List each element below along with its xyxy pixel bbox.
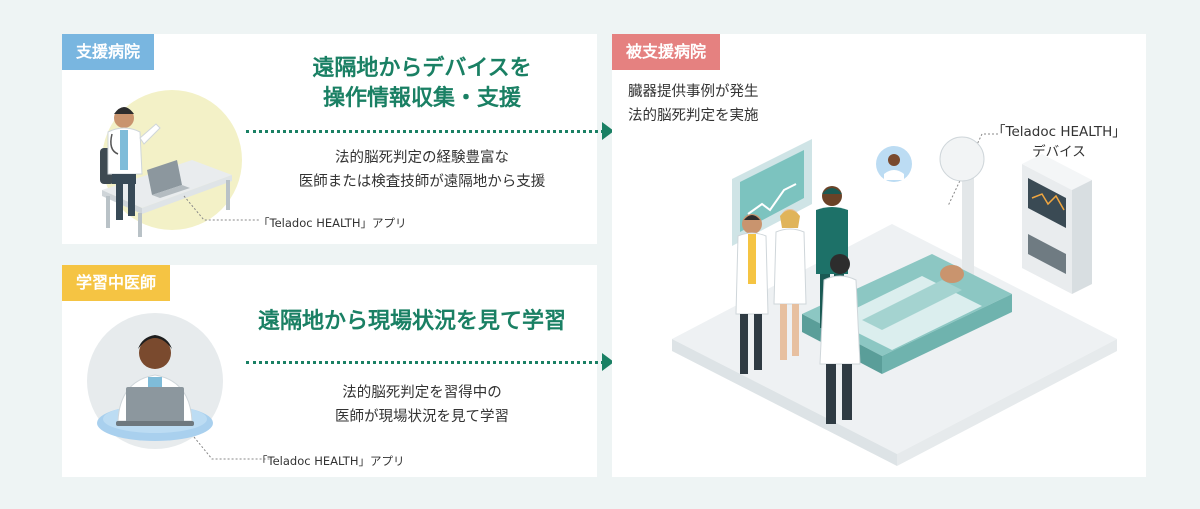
supported-body-line1: 臓器提供事例が発生: [628, 84, 759, 100]
support-headline: 遠隔地からデバイスを 操作情報収集・支援: [252, 54, 592, 114]
doctor-at-desk-illustration: [100, 90, 242, 237]
support-body-line1: 法的脳死判定の経験豊富な: [335, 150, 509, 166]
support-arrow-head: [602, 122, 614, 140]
trainee-body-line2: 医師が現場状況を見て学習: [335, 409, 509, 425]
trainee-arrow-head: [602, 353, 614, 371]
trainee-caption-leader: [193, 436, 270, 460]
support-headline-line1: 遠隔地からデバイスを: [312, 56, 532, 81]
device-caption-line1: 「Teladoc HEALTH」: [992, 124, 1126, 140]
device-caption-leader: [947, 133, 998, 207]
support-hospital-panel: 支援病院 「Teladoc HEALTH」アプリ 遠隔地からデバイスを 操作情報…: [62, 34, 597, 244]
trainee-headline: 遠隔地から現場状況を見て学習: [257, 309, 566, 334]
trainee-panel: 学習中医師 「Teladoc HEALTH」アプリ 遠隔地から現場状況を見て学習…: [62, 265, 597, 477]
trainee-body-text: 法的脳死判定を習得中の 医師が現場状況を見て学習: [252, 381, 592, 429]
support-app-caption: 「Teladoc HEALTH」アプリ: [258, 216, 407, 230]
supported-hospital-tag: 被支援病院: [612, 34, 721, 70]
trainee-app-caption: 「Teladoc HEALTH」アプリ: [256, 454, 405, 468]
support-caption-leader: [183, 195, 260, 221]
supported-body-text: 臓器提供事例が発生 法的脳死判定を実施: [628, 80, 759, 128]
support-headline-line2: 操作情報収集・支援: [322, 86, 521, 111]
support-body-text: 法的脳死判定の経験豊富な 医師または検査技師が遠隔地から支援: [252, 146, 592, 194]
trainee-tag: 学習中医師: [62, 265, 171, 301]
supported-body-line2: 法的脳死判定を実施: [628, 108, 759, 124]
support-hospital-tag: 支援病院: [62, 34, 155, 70]
trainee-arrow-line: [246, 361, 604, 364]
trainee-doctor-illustration: [87, 313, 223, 449]
trainee-body-line1: 法的脳死判定を習得中の: [342, 385, 502, 401]
operating-room-illustration: [672, 136, 1117, 466]
supported-hospital-panel: 被支援病院 臓器提供事例が発生 法的脳死判定を実施 「Teladoc HEALT…: [612, 34, 1146, 477]
support-arrow-line: [246, 130, 604, 133]
support-body-line2: 医師または検査技師が遠隔地から支援: [298, 174, 546, 190]
